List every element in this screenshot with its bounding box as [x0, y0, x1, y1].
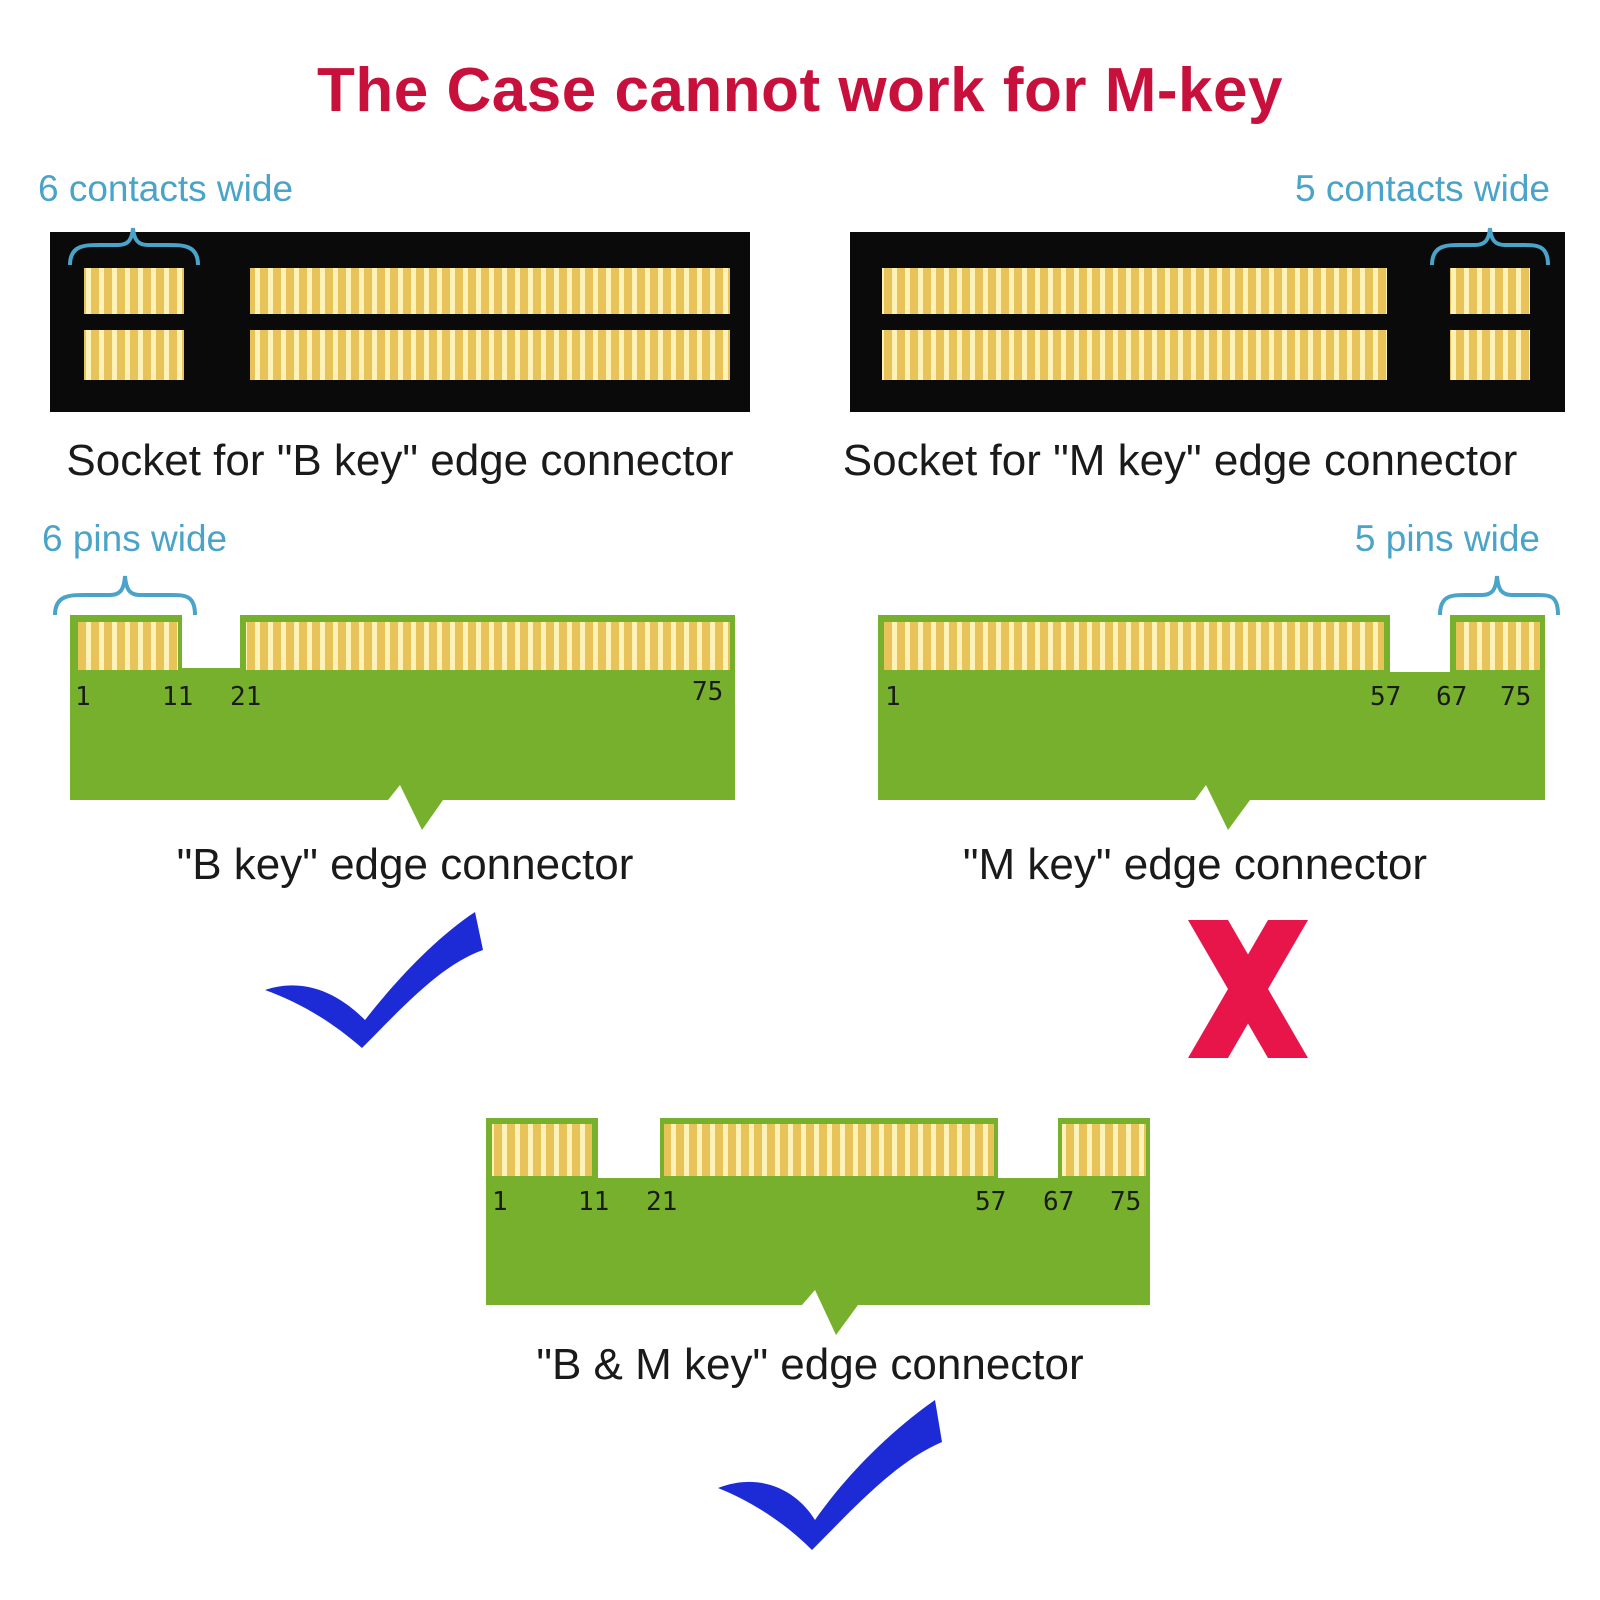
connector-m-caption: "M key" edge connector: [962, 840, 1428, 889]
brace-icon: [1438, 575, 1560, 616]
socket-m-key-contacts-bottom: [1450, 330, 1530, 380]
pin-label: 67: [1436, 682, 1467, 712]
socket-m-key-contacts-top: [1450, 268, 1530, 314]
socket-b-main-contacts-top: [250, 268, 730, 314]
pin-label: 67: [1043, 1187, 1074, 1217]
connector-b-caption: "B key" edge connector: [176, 840, 634, 889]
pin-label: 21: [230, 682, 261, 712]
connector-m-pins-main: [884, 622, 1384, 670]
connector-m-pins-right: [1456, 622, 1540, 670]
socket-m-main-contacts-bottom: [882, 330, 1387, 380]
pin-label: 11: [578, 1187, 609, 1217]
checkmark-icon: [265, 912, 483, 1048]
page-title: The Case cannot work for M-key: [317, 56, 1283, 125]
brace-icon: [1430, 227, 1550, 266]
checkmark-icon: [718, 1400, 942, 1550]
pin-label: 1: [885, 682, 901, 712]
connector-bm-pins-middle: [664, 1124, 994, 1176]
socket-b-caption: Socket for "B key" edge connector: [66, 436, 734, 485]
socket-b-key-contacts-top: [84, 268, 184, 314]
pin-label: 11: [162, 682, 193, 712]
connector-m-annotation: 5 pins wide: [1354, 518, 1540, 559]
brace-icon: [68, 227, 200, 266]
socket-b-body: [50, 232, 750, 412]
brace-icon: [53, 575, 197, 616]
socket-m-caption: Socket for "M key" edge connector: [842, 436, 1518, 485]
connector-bm: 1 11 21 57 67 75: [486, 1118, 1150, 1335]
pin-label: 75: [692, 677, 723, 707]
socket-m-main-contacts-top: [882, 268, 1387, 314]
connector-b-pins-main: [246, 622, 730, 670]
cross-icon: [1188, 920, 1308, 1058]
connector-bm-pins-right: [1062, 1124, 1146, 1176]
socket-m-annotation: 5 contacts wide: [1294, 168, 1550, 209]
connector-bm-caption: "B & M key" edge connector: [536, 1340, 1084, 1389]
pin-label: 1: [492, 1187, 508, 1217]
pin-label: 57: [1370, 682, 1401, 712]
socket-m: [850, 227, 1565, 412]
connector-m: 1 57 67 75: [878, 575, 1560, 830]
pin-label: 75: [1110, 1187, 1141, 1217]
connector-b-annotation: 6 pins wide: [42, 518, 228, 559]
socket-b: [50, 227, 750, 412]
socket-b-main-contacts-bottom: [250, 330, 730, 380]
socket-b-annotation: 6 contacts wide: [38, 168, 294, 209]
connector-b: 1 11 21 75: [53, 575, 735, 830]
pin-label: 1: [75, 682, 91, 712]
socket-m-body: [850, 232, 1565, 412]
socket-b-key-contacts-bottom: [84, 330, 184, 380]
pin-label: 57: [975, 1187, 1006, 1217]
connector-b-pins-left: [78, 622, 178, 670]
connector-bm-pins-left: [492, 1124, 592, 1176]
pin-label: 75: [1500, 682, 1531, 712]
pin-label: 21: [646, 1187, 677, 1217]
